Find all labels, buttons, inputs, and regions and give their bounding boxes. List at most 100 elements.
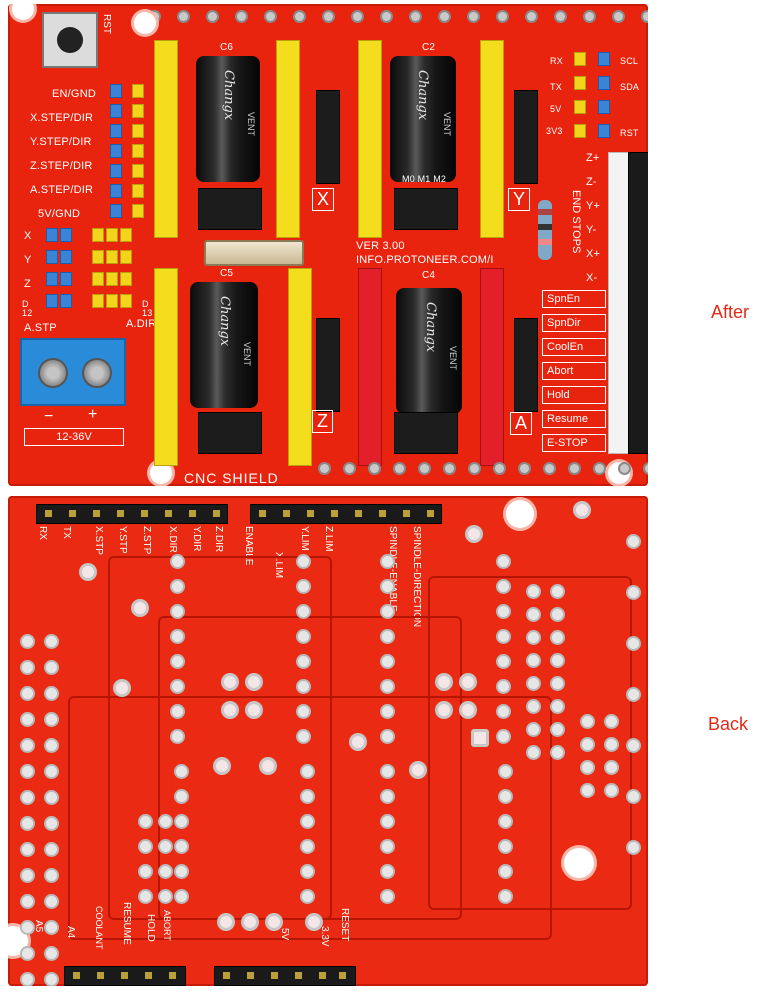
url-label: INFO.PROTONEER.COM/I	[356, 254, 494, 266]
power-terminal-block	[20, 338, 126, 406]
back-driver-pads	[382, 556, 393, 742]
endstop-z-plus: Z+	[586, 152, 600, 164]
reset-button[interactable]	[42, 12, 98, 68]
driver-x-socket-left	[154, 40, 178, 238]
a-motor-header	[514, 318, 538, 412]
back-driver-pads	[498, 556, 509, 742]
back-label-a4: A4	[65, 926, 76, 939]
driver-y-label: Y	[508, 188, 531, 211]
via-pad	[244, 916, 256, 928]
via-pad	[462, 676, 474, 688]
driver-y-socket-left	[358, 40, 382, 238]
microstep-label: M0 M1 M2	[402, 174, 447, 184]
endstop-header-black	[628, 152, 648, 454]
driver-a-socket-left	[358, 268, 382, 466]
back-label-spindle-direction: SPINDLE-DIRECTION	[411, 526, 422, 628]
driver-z-socket-right	[288, 268, 312, 466]
mounting-hole	[134, 12, 156, 34]
via-pad	[268, 916, 280, 928]
i2c-5v: 5V	[550, 104, 562, 114]
label-en-gnd: EN/GND	[52, 88, 96, 100]
back-driver-pads	[176, 766, 187, 902]
i2c-rx: RX	[550, 56, 563, 66]
top-pin-row	[150, 12, 648, 21]
driver-x-socket-right	[276, 40, 300, 238]
endstop-x-plus: X+	[586, 248, 601, 260]
label-a-step-dir: A.STEP/DIR	[30, 184, 94, 196]
back-label-tx: TX	[61, 526, 72, 539]
capacitor-c2: Changx VENT	[390, 56, 456, 182]
via-pad	[438, 676, 450, 688]
back-label-z-lim: Z.LIM	[323, 526, 334, 552]
terminal-screw	[38, 358, 68, 388]
back-top-header-right	[250, 504, 442, 524]
blue-jumper-column	[110, 84, 134, 224]
back-label-y-stp: Y.STP	[117, 526, 128, 554]
via-pad	[220, 916, 232, 928]
via-pad	[134, 602, 146, 614]
back-label-y-lim: Y.LIM	[299, 526, 310, 551]
capacitor-c4: Changx VENT	[396, 288, 462, 414]
cap-ref-c4: C4	[422, 270, 436, 281]
after-label: After	[711, 302, 750, 322]
board-name: CNC SHIELD	[184, 470, 279, 486]
mounting-hole	[564, 848, 594, 878]
driver-z-label: Z	[312, 410, 333, 433]
label-x-step-dir: X.STEP/DIR	[30, 112, 94, 124]
back-label-hold: HOLD	[145, 914, 156, 942]
axis-jumper-yellow	[92, 228, 142, 318]
power-range-label: 12-36V	[24, 428, 124, 446]
back-driver-pads	[298, 556, 309, 742]
back-middle-pads	[160, 816, 171, 902]
cap-ref-c6: C6	[220, 42, 234, 53]
i2c-scl: SCL	[620, 56, 639, 66]
axis-x-label: X	[24, 230, 32, 242]
i2c-yellow-pins	[574, 52, 594, 152]
back-bottom-header-left	[64, 966, 186, 986]
driver-a-socket-right	[480, 268, 504, 466]
via-pad	[352, 736, 364, 748]
back-driver-pads	[172, 556, 183, 742]
driver-x-label: X	[312, 188, 335, 211]
back-middle-pads	[140, 816, 151, 902]
back-right-pads	[582, 716, 593, 796]
back-label-z-dir: Z.DIR	[213, 526, 224, 553]
mounting-hole	[12, 4, 34, 20]
axis-d13-label: D 13	[142, 299, 153, 318]
label-5v-gnd: 5V/GND	[38, 208, 81, 220]
back-left-pad-column	[22, 636, 33, 985]
via-pad	[262, 760, 274, 772]
rst-label: RST	[101, 14, 112, 34]
capacitor-c5: Changx VENT	[190, 282, 258, 408]
z-motor-header	[316, 318, 340, 412]
a-microstep-jumpers	[394, 412, 458, 454]
cnc-shield-back: RX TX X.STP Y.STP Z.STP X.DIR Y.DIR Z.DI…	[8, 496, 648, 986]
control-spnen: SpnEn	[542, 290, 606, 308]
back-label-reset: RESET	[339, 908, 350, 942]
control-coolen: CoolEn	[542, 338, 606, 356]
via-pad	[224, 676, 236, 688]
back-label-a5: A5	[33, 920, 44, 933]
x-motor-header	[316, 90, 340, 184]
back-driver-pads	[500, 766, 511, 902]
via-pad	[248, 676, 260, 688]
a-dir-label: A.DIR	[126, 318, 157, 330]
axis-y-label: Y	[24, 254, 32, 266]
back-left-pad-column-2	[46, 636, 57, 985]
via-pad	[248, 704, 260, 716]
via-pad	[224, 704, 236, 716]
endstop-header-white	[608, 152, 630, 454]
control-hold: Hold	[542, 386, 606, 404]
control-spndir: SpnDir	[542, 314, 606, 332]
i2c-blue-pins	[598, 52, 618, 152]
back-label-abort: ABORT	[162, 910, 172, 941]
back-label-3v3: 3.3V	[319, 926, 330, 947]
z-microstep-jumpers	[198, 412, 262, 454]
reset-button-cap	[57, 27, 83, 53]
y-microstep-jumpers	[394, 188, 458, 230]
back-right-pads	[606, 716, 617, 796]
driver-z-socket-left	[154, 268, 178, 466]
control-resume: Resume	[542, 410, 606, 428]
mounting-hole	[506, 500, 534, 528]
back-label-resume: RESUME	[121, 902, 132, 945]
